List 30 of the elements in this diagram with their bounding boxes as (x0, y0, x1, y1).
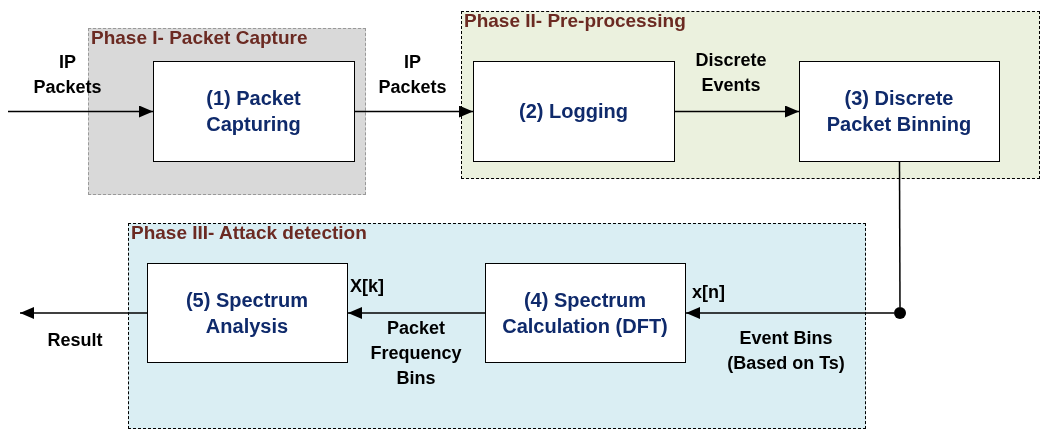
process-box (484, 262, 686, 363)
edge-label: Discrete Events (694, 49, 768, 98)
phase-region (461, 11, 1040, 179)
edge-label: Result (46, 329, 104, 352)
phase-title: Phase II- Pre-processing (464, 10, 686, 32)
process-label: (4) Spectrum Calculation (DFT) (501, 287, 669, 339)
process-label: (5) Spectrum Analysis (184, 287, 310, 339)
signal-label: x[n] (692, 282, 725, 303)
edge-label: IP Packets (377, 51, 448, 100)
process-label: (3) Discrete Packet Binning (825, 86, 973, 137)
arrow (674, 105, 800, 118)
process-box (146, 262, 348, 363)
junction-dot (894, 307, 906, 319)
arrow (685, 307, 895, 319)
process-label: (1) Packet Capturing (205, 86, 302, 137)
process-box (472, 60, 675, 162)
phase-title: Phase I- Packet Capture (91, 27, 308, 49)
signal-label: X[k] (350, 276, 384, 297)
edge-label: Event Bins (Based on Ts) (726, 327, 846, 376)
process-box (798, 60, 1000, 162)
edge-label: IP Packets (32, 51, 103, 100)
arrow (19, 307, 148, 319)
phase-title: Phase III- Attack detection (131, 222, 367, 244)
arrow (354, 105, 474, 118)
phase-region (128, 223, 866, 429)
process-label: (2) Logging (518, 99, 629, 124)
process-box (152, 60, 355, 162)
edge-label: Packet Frequency Bins (369, 317, 463, 391)
arrow (7, 105, 154, 118)
arrow (347, 307, 486, 319)
